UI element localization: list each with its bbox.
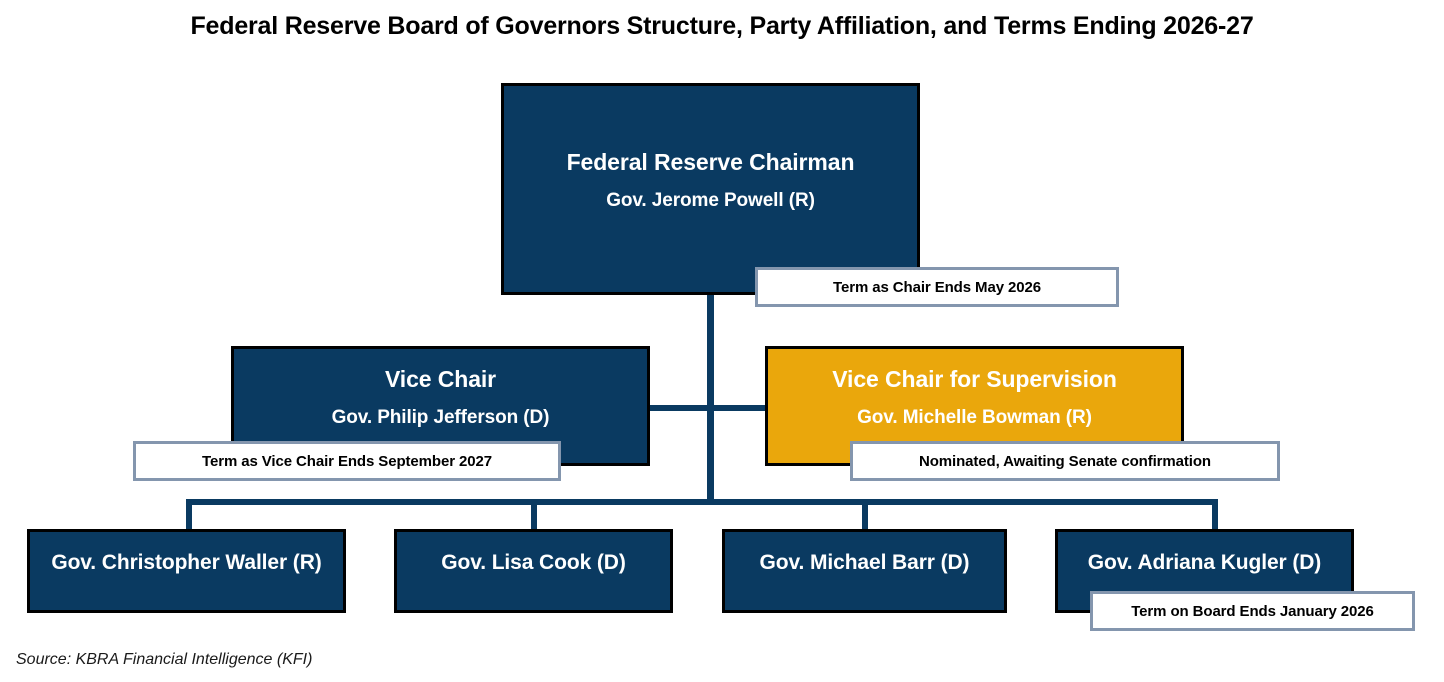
node-governor-waller[interactable]: Gov. Christopher Waller (R) [27, 529, 346, 613]
callout-vice-chair-term: Term as Vice Chair Ends September 2027 [133, 441, 561, 481]
connector-governors-bus [186, 499, 1218, 505]
node-vice-chair-supervision-person: Gov. Michelle Bowman (R) [857, 407, 1092, 429]
callout-chair-term: Term as Chair Ends May 2026 [755, 267, 1119, 307]
connector-vicechair-left-stub [648, 405, 654, 411]
node-governor-kugler-person: Gov. Adriana Kugler (D) [1087, 551, 1322, 574]
node-governor-cook-person: Gov. Lisa Cook (D) [441, 551, 626, 574]
source-note: Source: KBRA Financial Intelligence (KFI… [16, 651, 313, 668]
node-vice-chair-supervision-role: Vice Chair for Supervision [832, 366, 1117, 392]
page-title: Federal Reserve Board of Governors Struc… [190, 12, 1254, 40]
connector-drop-kugler [1212, 499, 1218, 532]
node-vice-chair-role: Vice Chair [384, 366, 497, 392]
callout-kugler-term: Term on Board Ends January 2026 [1090, 591, 1415, 631]
node-chairman-person: Gov. Jerome Powell (R) [606, 190, 815, 212]
node-chairman-role: Federal Reserve Chairman [566, 149, 855, 175]
node-vice-chair-person: Gov. Philip Jefferson (D) [331, 407, 550, 429]
connector-trunk-vertical [707, 295, 714, 505]
node-governor-cook[interactable]: Gov. Lisa Cook (D) [394, 529, 673, 613]
connector-drop-cook [531, 499, 537, 532]
node-chairman[interactable]: Federal Reserve Chairman Gov. Jerome Pow… [501, 83, 920, 295]
callout-bowman-status: Nominated, Awaiting Senate confirmation [850, 441, 1280, 481]
connector-vicechair-horizontal [648, 405, 768, 411]
node-governor-barr[interactable]: Gov. Michael Barr (D) [722, 529, 1007, 613]
connector-drop-waller [186, 499, 192, 532]
node-governor-barr-person: Gov. Michael Barr (D) [759, 551, 970, 574]
connector-drop-barr [862, 499, 868, 532]
node-governor-waller-person: Gov. Christopher Waller (R) [51, 551, 322, 574]
